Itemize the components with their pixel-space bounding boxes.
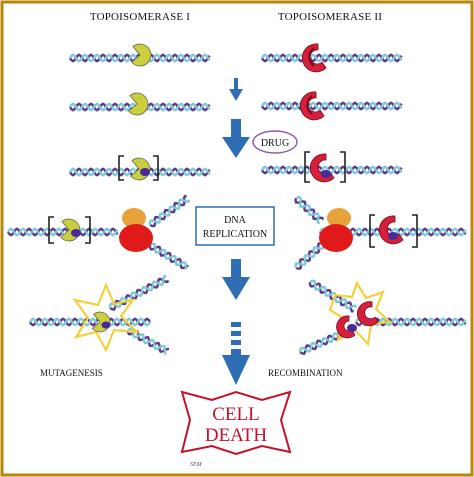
recombination-label: RECOMBINATION (268, 368, 343, 378)
dna-right-row5-fork-up (308, 279, 358, 313)
replication-label-line1: DNA (224, 215, 246, 226)
polymerase-red-subunit (119, 224, 153, 252)
dna-left-row4-a (6, 227, 119, 237)
polymerase-orange-subunit (122, 208, 146, 228)
dna-left-row4-fork-down (148, 242, 189, 270)
dna-left-row5-fork-up (108, 274, 170, 311)
dna-left-row5-a (28, 317, 152, 327)
topo2-break-row5 (328, 280, 393, 347)
drug-label: DRUG (261, 138, 289, 149)
replication-label-line2: REPLICATION (203, 229, 267, 240)
arrow-1 (222, 119, 250, 158)
header-topoisomerase-ii: TOPOISOMERASE II (278, 11, 382, 23)
artist-signature: SEM (190, 462, 203, 468)
dna-right-row4-fork-down (294, 242, 325, 270)
strand-break-burst-left (72, 282, 140, 353)
dna-right-row1 (260, 53, 403, 63)
cell-death-burst (180, 390, 292, 456)
replication-box (195, 206, 275, 246)
small-arrow (229, 78, 243, 101)
topo1-break-row5 (72, 282, 140, 353)
topo2-drug-complex-row3 (304, 151, 346, 183)
cell-death-line1: CELL (212, 404, 260, 425)
drug-oval (252, 130, 298, 154)
topo2-replication-row4 (319, 208, 418, 252)
dna-right-row4-fork-up (294, 196, 325, 225)
dna-right-row2 (260, 101, 403, 111)
topo1-replication-row4 (48, 208, 153, 252)
dna-strands-layer (6, 53, 467, 356)
topo1-enzyme-row2 (128, 92, 149, 116)
topo2-enzyme-row1 (301, 43, 327, 73)
mutagenesis-label: MUTAGENESIS (40, 368, 103, 378)
dna-right-row3 (260, 165, 403, 175)
dashed-arrow (222, 322, 250, 385)
arrow-2 (222, 259, 250, 300)
dna-left-row4-fork-up (148, 195, 191, 228)
topo1-drug-complex-row3 (118, 155, 159, 181)
cell-death-line2: DEATH (205, 425, 268, 446)
header-topoisomerase-i: TOPOISOMERASE I (90, 11, 190, 23)
topo1-enzyme-row1 (131, 43, 152, 67)
topo2-enzyme-row2 (299, 91, 325, 121)
